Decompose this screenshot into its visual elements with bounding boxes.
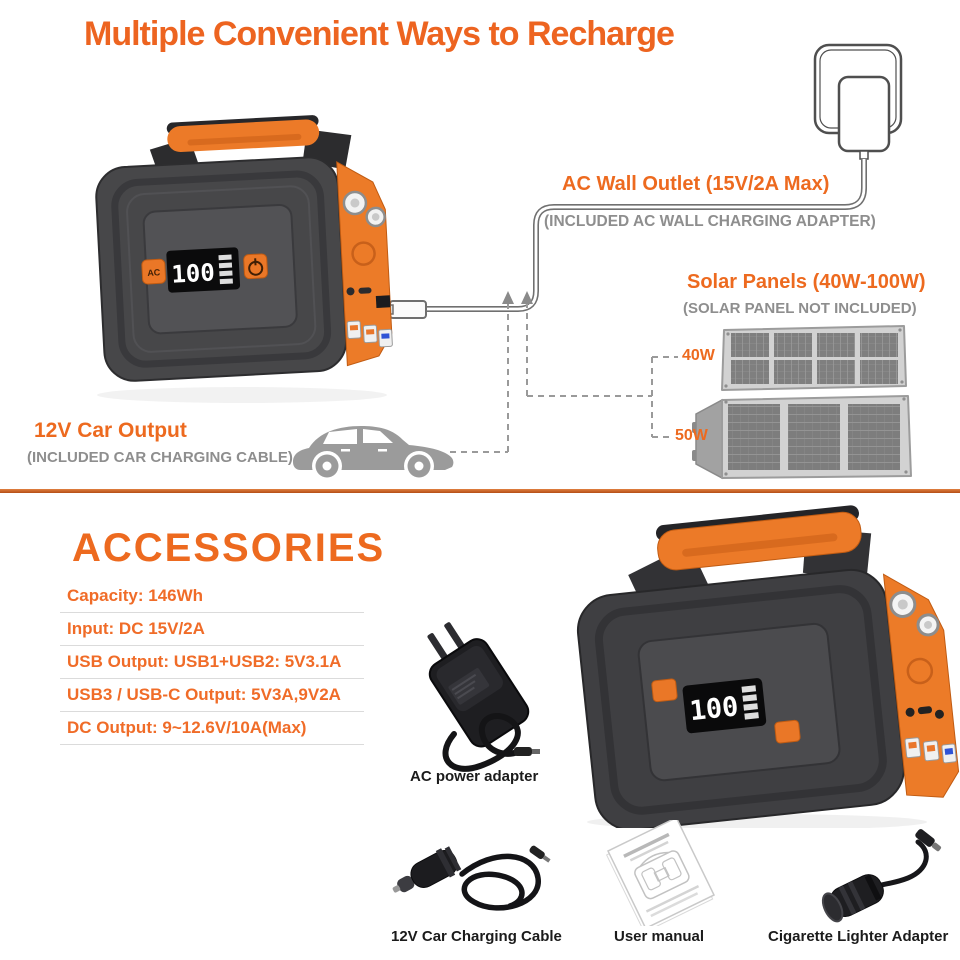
ac-wall-outlet-sublabel: (INCLUDED AC WALL CHARGING ADAPTER) (544, 213, 876, 230)
dashed-connectors (450, 302, 678, 453)
battery-display: 100 (166, 247, 241, 293)
solar-panels-label: Solar Panels (40W-100W) (687, 271, 926, 293)
solar-50w-label: 50W (675, 427, 708, 444)
power-station-angled-view: 100 (576, 505, 960, 828)
spec-row-usbc-output: USB3 / USB-C Output: 5V3A,9V2A (60, 679, 364, 712)
input-ports (905, 706, 944, 719)
up-arrow-icon (502, 291, 514, 304)
car-charging-cable-photo (392, 845, 551, 911)
solar-panel-40w-illustration (721, 325, 907, 391)
page-title: Multiple Convenient Ways to Recharge (84, 15, 675, 53)
power-button (243, 253, 268, 280)
ac-wall-outlet-label: AC Wall Outlet (15V/2A Max) (562, 173, 830, 195)
accessories-title: ACCESSORIES (72, 526, 386, 570)
car-silhouette (293, 426, 454, 481)
car-output-label: 12V Car Output (34, 419, 187, 442)
input-ports (346, 287, 391, 309)
connector-lines-layer (380, 43, 903, 453)
car-output-sublabel: (INCLUDED CAR CHARGING CABLE) (27, 449, 293, 466)
wall-adapter-drawing (813, 43, 903, 160)
battery-percent-readout: 100 (171, 258, 216, 288)
user-manual-photo (605, 820, 716, 926)
solar-40w-label: 40W (682, 347, 715, 364)
spec-row-input: Input: DC 15V/2A (60, 613, 364, 646)
cigarette-lighter-adapter-photo (821, 829, 942, 923)
spec-list: Capacity: 146Wh Input: DC 15V/2A USB Out… (60, 580, 364, 745)
caption-car-charging-cable: 12V Car Charging Cable (391, 928, 562, 945)
ac-power-adapter-photo (427, 622, 540, 772)
spec-row-dc-output: DC Output: 9~12.6V/10A(Max) (60, 712, 364, 745)
flashlight-leds (889, 590, 940, 637)
caption-cigarette-lighter-adapter: Cigarette Lighter Adapter (768, 928, 949, 945)
svg-text:AC: AC (147, 267, 161, 278)
carry-handle (166, 115, 320, 153)
usb-ports (904, 737, 957, 764)
carry-handle (656, 505, 862, 571)
spec-row-capacity: Capacity: 146Wh (60, 580, 364, 613)
flashlight-leds (342, 190, 386, 228)
battery-percent-readout: 100 (688, 691, 740, 727)
up-arrow-icon (521, 291, 533, 304)
solar-panel-50w-illustration (692, 395, 912, 480)
usb-ports (346, 320, 393, 348)
power-station-front-view: 100 AC (95, 115, 393, 403)
ac-button: AC (141, 258, 167, 285)
caption-ac-power-adapter: AC power adapter (410, 768, 539, 785)
ac-button (651, 678, 678, 703)
power-button (774, 719, 801, 744)
side-power-button (906, 657, 934, 685)
battery-display: 100 (682, 678, 767, 734)
spec-row-usb-output: USB Output: USB1+USB2: 5V3.1A (60, 646, 364, 679)
caption-user-manual: User manual (614, 928, 705, 945)
section-divider (0, 489, 960, 493)
solar-panels-sublabel: (SOLAR PANEL NOT INCLUDED) (683, 300, 917, 317)
side-power-button (351, 241, 376, 266)
